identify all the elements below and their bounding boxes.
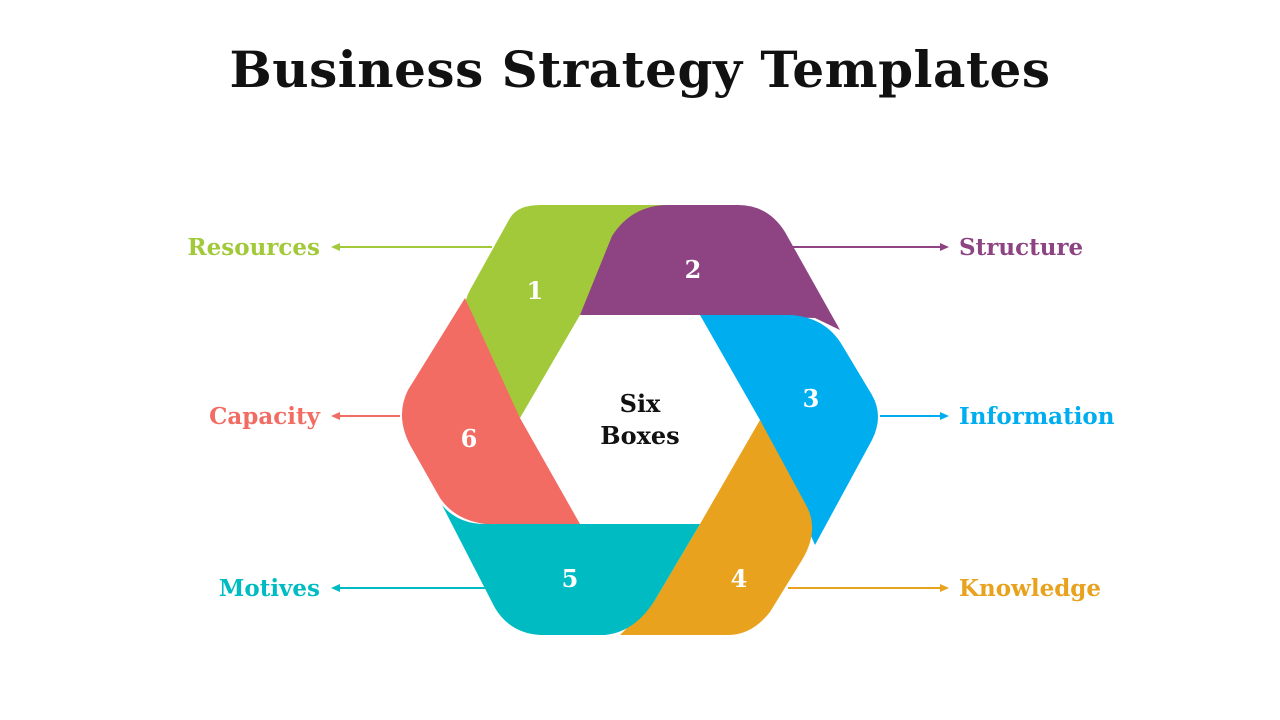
page-title: Business Strategy Templates: [229, 40, 1051, 99]
connector-information: [880, 412, 949, 420]
connector-knowledge: [788, 584, 949, 592]
segment-2-number: 2: [685, 255, 702, 284]
segment-4-number: 4: [731, 564, 748, 593]
segment-2-structure: [580, 205, 840, 330]
segment-4-knowledge: [620, 420, 813, 635]
label-structure: Structure: [959, 234, 1083, 261]
connector-capacity: [331, 412, 400, 420]
label-capacity: Capacity: [209, 403, 321, 430]
segment-6-number: 6: [461, 424, 478, 453]
connector-resources: [331, 243, 492, 251]
segment-3-information: [700, 315, 878, 545]
center-label-line2: Boxes: [600, 421, 679, 450]
segment-6-capacity: [401, 298, 580, 524]
label-motives: Motives: [219, 575, 320, 602]
label-resources: Resources: [188, 234, 320, 261]
segment-1-number: 1: [527, 276, 544, 305]
connector-motives: [331, 584, 492, 592]
segment-3-number: 3: [803, 384, 820, 413]
connector-structure: [788, 243, 949, 251]
label-knowledge: Knowledge: [959, 575, 1101, 602]
label-information: Information: [959, 403, 1115, 430]
segment-5-number: 5: [562, 564, 579, 593]
center-label-line1: Six: [620, 389, 661, 418]
segment-5-motives: [442, 505, 700, 635]
